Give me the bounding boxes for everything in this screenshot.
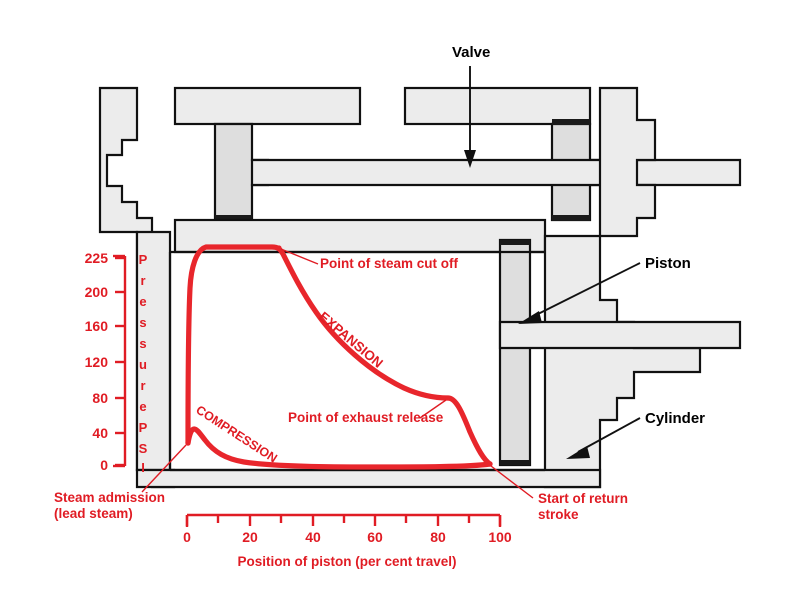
cylinder-bottom-wall [135, 468, 602, 489]
axis-title-letter: s [139, 315, 146, 330]
position-axis-title: Position of piston (per cent travel) [237, 554, 456, 569]
pressure-tick-label-120: 120 [85, 354, 109, 370]
expansion-label: EXPANSION [316, 309, 386, 371]
position-tick-label-60: 60 [367, 529, 383, 545]
position-tick-label-20: 20 [242, 529, 258, 545]
piston-leader-line [529, 262, 641, 319]
point-steam-cut-off-marker [276, 245, 282, 251]
pressure-axis-title-vertical: P r e s s u r e P S I [139, 252, 148, 475]
steam-cut-off-label: Point of steam cut off [320, 256, 459, 271]
valve-chest-cover-right [403, 86, 592, 126]
exhaust-release-label: Point of exhaust release [288, 410, 444, 425]
position-minor-ticks [216, 515, 471, 523]
pressure-tick-labels: 225 200 160 120 80 40 0 [85, 250, 109, 473]
return-stroke-leader [490, 465, 534, 499]
machine-callouts: Valve Piston Cylinder [452, 44, 705, 459]
axis-title-letter: r [140, 273, 145, 288]
indicator-card-expansion-path [185, 244, 493, 467]
exhaust-release-leader [419, 399, 447, 419]
axis-title-letter: I [141, 460, 145, 475]
piston-head-bottom-face [500, 460, 530, 465]
position-tick-label-100: 100 [488, 529, 512, 545]
pressure-tick-label-80: 80 [92, 390, 108, 406]
valve-rod [250, 158, 742, 187]
piston-rod [498, 320, 742, 350]
return-stroke-label-line2: stroke [538, 507, 579, 522]
valve-label: Valve [452, 44, 490, 61]
return-stroke-label-line1: Start of return [538, 491, 628, 506]
piston-label: Piston [645, 255, 691, 272]
position-tick-label-40: 40 [305, 529, 321, 545]
piston-arrow-head [518, 311, 542, 324]
cylinder-bore-outline [168, 250, 545, 472]
piston-head [498, 238, 532, 467]
pressure-axis-group: 225 200 160 120 80 40 0 P r e s s u r e … [85, 250, 148, 475]
engine-casting-group [98, 86, 742, 489]
axis-title-letter: P [139, 252, 148, 267]
position-tick-labels: 0 20 40 60 80 100 [183, 529, 512, 545]
pressure-tick-label-160: 160 [85, 318, 109, 334]
point-steam-admission-marker [185, 440, 191, 446]
valve-chest-cover-left [173, 86, 362, 126]
steam-admission-label-line1: Steam admission [54, 490, 165, 505]
axis-title-letter: S [139, 441, 148, 456]
steam-admission-leader [141, 444, 187, 493]
axis-title-letter: s [139, 336, 146, 351]
compression-label: COMPRESSION [193, 403, 279, 466]
piston-head-top-face [500, 240, 530, 245]
steam-cut-off-leader [280, 248, 319, 265]
position-major-ticks [185, 515, 502, 526]
pressure-tick-label-200: 200 [85, 284, 109, 300]
slide-valve-right-face [552, 119, 590, 125]
pressure-ticks [115, 256, 125, 467]
cylinder-leader-line [577, 417, 641, 453]
position-tick-label-80: 80 [430, 529, 446, 545]
cylinder-arrow-head [566, 446, 590, 459]
position-tick-label-0: 0 [183, 529, 191, 545]
steam-admission-label-line2: (lead steam) [54, 506, 133, 521]
axis-title-letter: e [139, 399, 146, 414]
pressure-tick-label-40: 40 [92, 425, 108, 441]
indicator-card-compression-path [185, 426, 493, 470]
axis-title-letter: e [139, 294, 146, 309]
position-axis-group: 0 20 40 60 80 100 Position of piston (pe… [183, 513, 512, 569]
point-exhaust-release-marker [445, 395, 451, 401]
slide-valve-right-lower-face [552, 215, 590, 221]
valve-arrow-head [464, 150, 476, 168]
indicator-card-curve-group [185, 244, 493, 470]
pressure-tick-label-0: 0 [100, 457, 108, 473]
pressure-tick-label-225: 225 [85, 250, 109, 266]
axis-title-letter: u [139, 357, 147, 372]
cylinder-label: Cylinder [645, 410, 705, 427]
slide-valve-left-face [215, 215, 252, 221]
right-frame-upper [598, 86, 657, 238]
point-return-stroke-marker [487, 461, 493, 467]
axis-title-letter: r [140, 378, 145, 393]
cylinder-outer-wall-right [543, 234, 702, 489]
axis-title-letter: P [139, 420, 148, 435]
